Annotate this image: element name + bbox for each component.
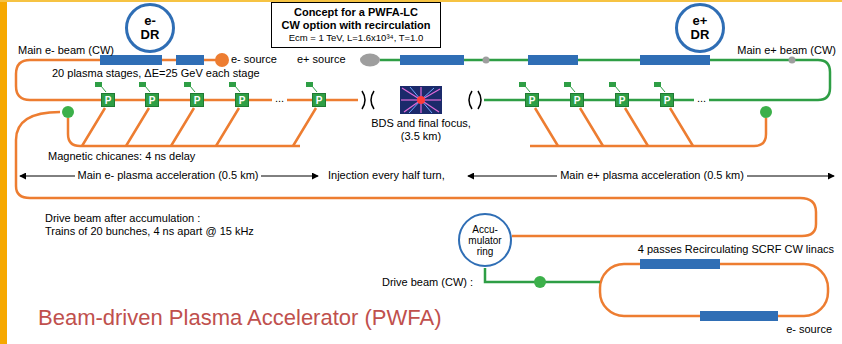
- diagram-label: e- source: [786, 323, 832, 336]
- plasma-stage: P: [101, 93, 115, 107]
- node-text: P: [239, 95, 246, 106]
- positron-source: [360, 54, 380, 67]
- plasma-stage: P: [145, 93, 159, 107]
- kicker-lead: [101, 86, 106, 92]
- diagram-label: Main e+ plasma acceleration (0.5 km): [557, 169, 747, 182]
- diagram-label: Drive beam after accumulation :: [45, 212, 200, 225]
- kicker-lead: [525, 86, 530, 92]
- diagram-label: BDS and final focus,: [371, 117, 471, 130]
- diagram-label: Drive beam (CW) :: [382, 276, 473, 289]
- plasma-stage: P: [660, 93, 674, 107]
- diagram-label: e+ source: [297, 53, 346, 66]
- kicker-lead: [312, 86, 317, 92]
- electron-beamline: [16, 60, 828, 316]
- green-dot: [62, 106, 74, 118]
- side-stripe: [0, 0, 7, 344]
- title-box: Concept for a PWFA-LCCW option with reci…: [271, 2, 441, 48]
- diagram-label: 4 passes Recirculating SCRF CW linacs: [638, 243, 834, 256]
- diagram-label: (3.5 km): [401, 130, 441, 143]
- node-text: P: [105, 95, 112, 106]
- plasma-stage: P: [235, 93, 249, 107]
- plasma-stage: P: [570, 93, 584, 107]
- damping-ring: e+ DR: [675, 3, 725, 53]
- green-dot: [760, 106, 772, 118]
- green-dot: [534, 276, 546, 288]
- beamline-connector: [115, 99, 145, 102]
- beam-dot: [483, 57, 490, 64]
- kicker-lead: [190, 86, 195, 92]
- node-text: P: [316, 95, 323, 106]
- caption: Beam-driven Plasma Accelerator (PWFA): [38, 305, 441, 331]
- beamline-connector: [584, 99, 615, 102]
- beamline-connector: [204, 99, 235, 102]
- beamline-connector: [159, 99, 190, 102]
- beamline-connector: [539, 99, 570, 102]
- node-text: P: [619, 95, 626, 106]
- plasma-stage: P: [615, 93, 629, 107]
- plasma-stage: P: [190, 93, 204, 107]
- kicker-lead: [570, 86, 575, 92]
- node-text: Accu- mulator ring: [463, 224, 507, 257]
- diagram-label: Injection every half turn,: [328, 169, 445, 182]
- node-text: P: [194, 95, 201, 106]
- diagram-label: ...: [272, 92, 287, 105]
- plasma-stage: P: [525, 93, 539, 107]
- accumulator-ring: Accu- mulator ring: [458, 213, 512, 267]
- node-text: P: [664, 95, 671, 106]
- diagram-label: Magnetic chicanes: 4 ns delay: [48, 150, 195, 163]
- diagram-label: Main e+ beam (CW): [737, 44, 836, 57]
- node-text: P: [574, 95, 581, 106]
- beam-dot: [789, 57, 796, 64]
- node-text: P: [529, 95, 536, 106]
- kicker-magnets: [95, 82, 665, 92]
- beamline-connector: [629, 99, 660, 102]
- electron-source-dot: [215, 53, 229, 67]
- collision-image: [400, 86, 442, 114]
- diagram-label: ...: [694, 92, 709, 105]
- kicker-lead: [145, 86, 150, 92]
- node-text: P: [149, 95, 156, 106]
- node-text: e+ DR: [687, 14, 713, 42]
- node-text: Concept for a PWFA-LC: [294, 6, 418, 19]
- diagram-label: Main e- plasma acceleration (0.5 km): [75, 169, 262, 182]
- kicker-lead: [660, 86, 665, 92]
- diagram-label: e- source: [231, 53, 277, 66]
- diagram-label: Main e- beam (CW): [18, 44, 114, 57]
- node-text: Ecm = 1 TeV, L=1.6x10³⁴, T=1.0: [289, 32, 424, 44]
- diagram-label: 20 plasma stages, ΔE=25 GeV each stage: [52, 67, 260, 80]
- plasma-stage: P: [312, 93, 326, 107]
- linac-section: [100, 55, 778, 321]
- node-text: CW option with recirculation: [281, 19, 430, 32]
- diagram-label: Trains of 20 bunches, 4 ns apart @ 15 kH…: [45, 225, 254, 238]
- damping-ring: e- DR: [125, 3, 175, 53]
- kicker-lead: [235, 86, 240, 92]
- node-text: e- DR: [137, 14, 163, 42]
- kicker-lead: [615, 86, 620, 92]
